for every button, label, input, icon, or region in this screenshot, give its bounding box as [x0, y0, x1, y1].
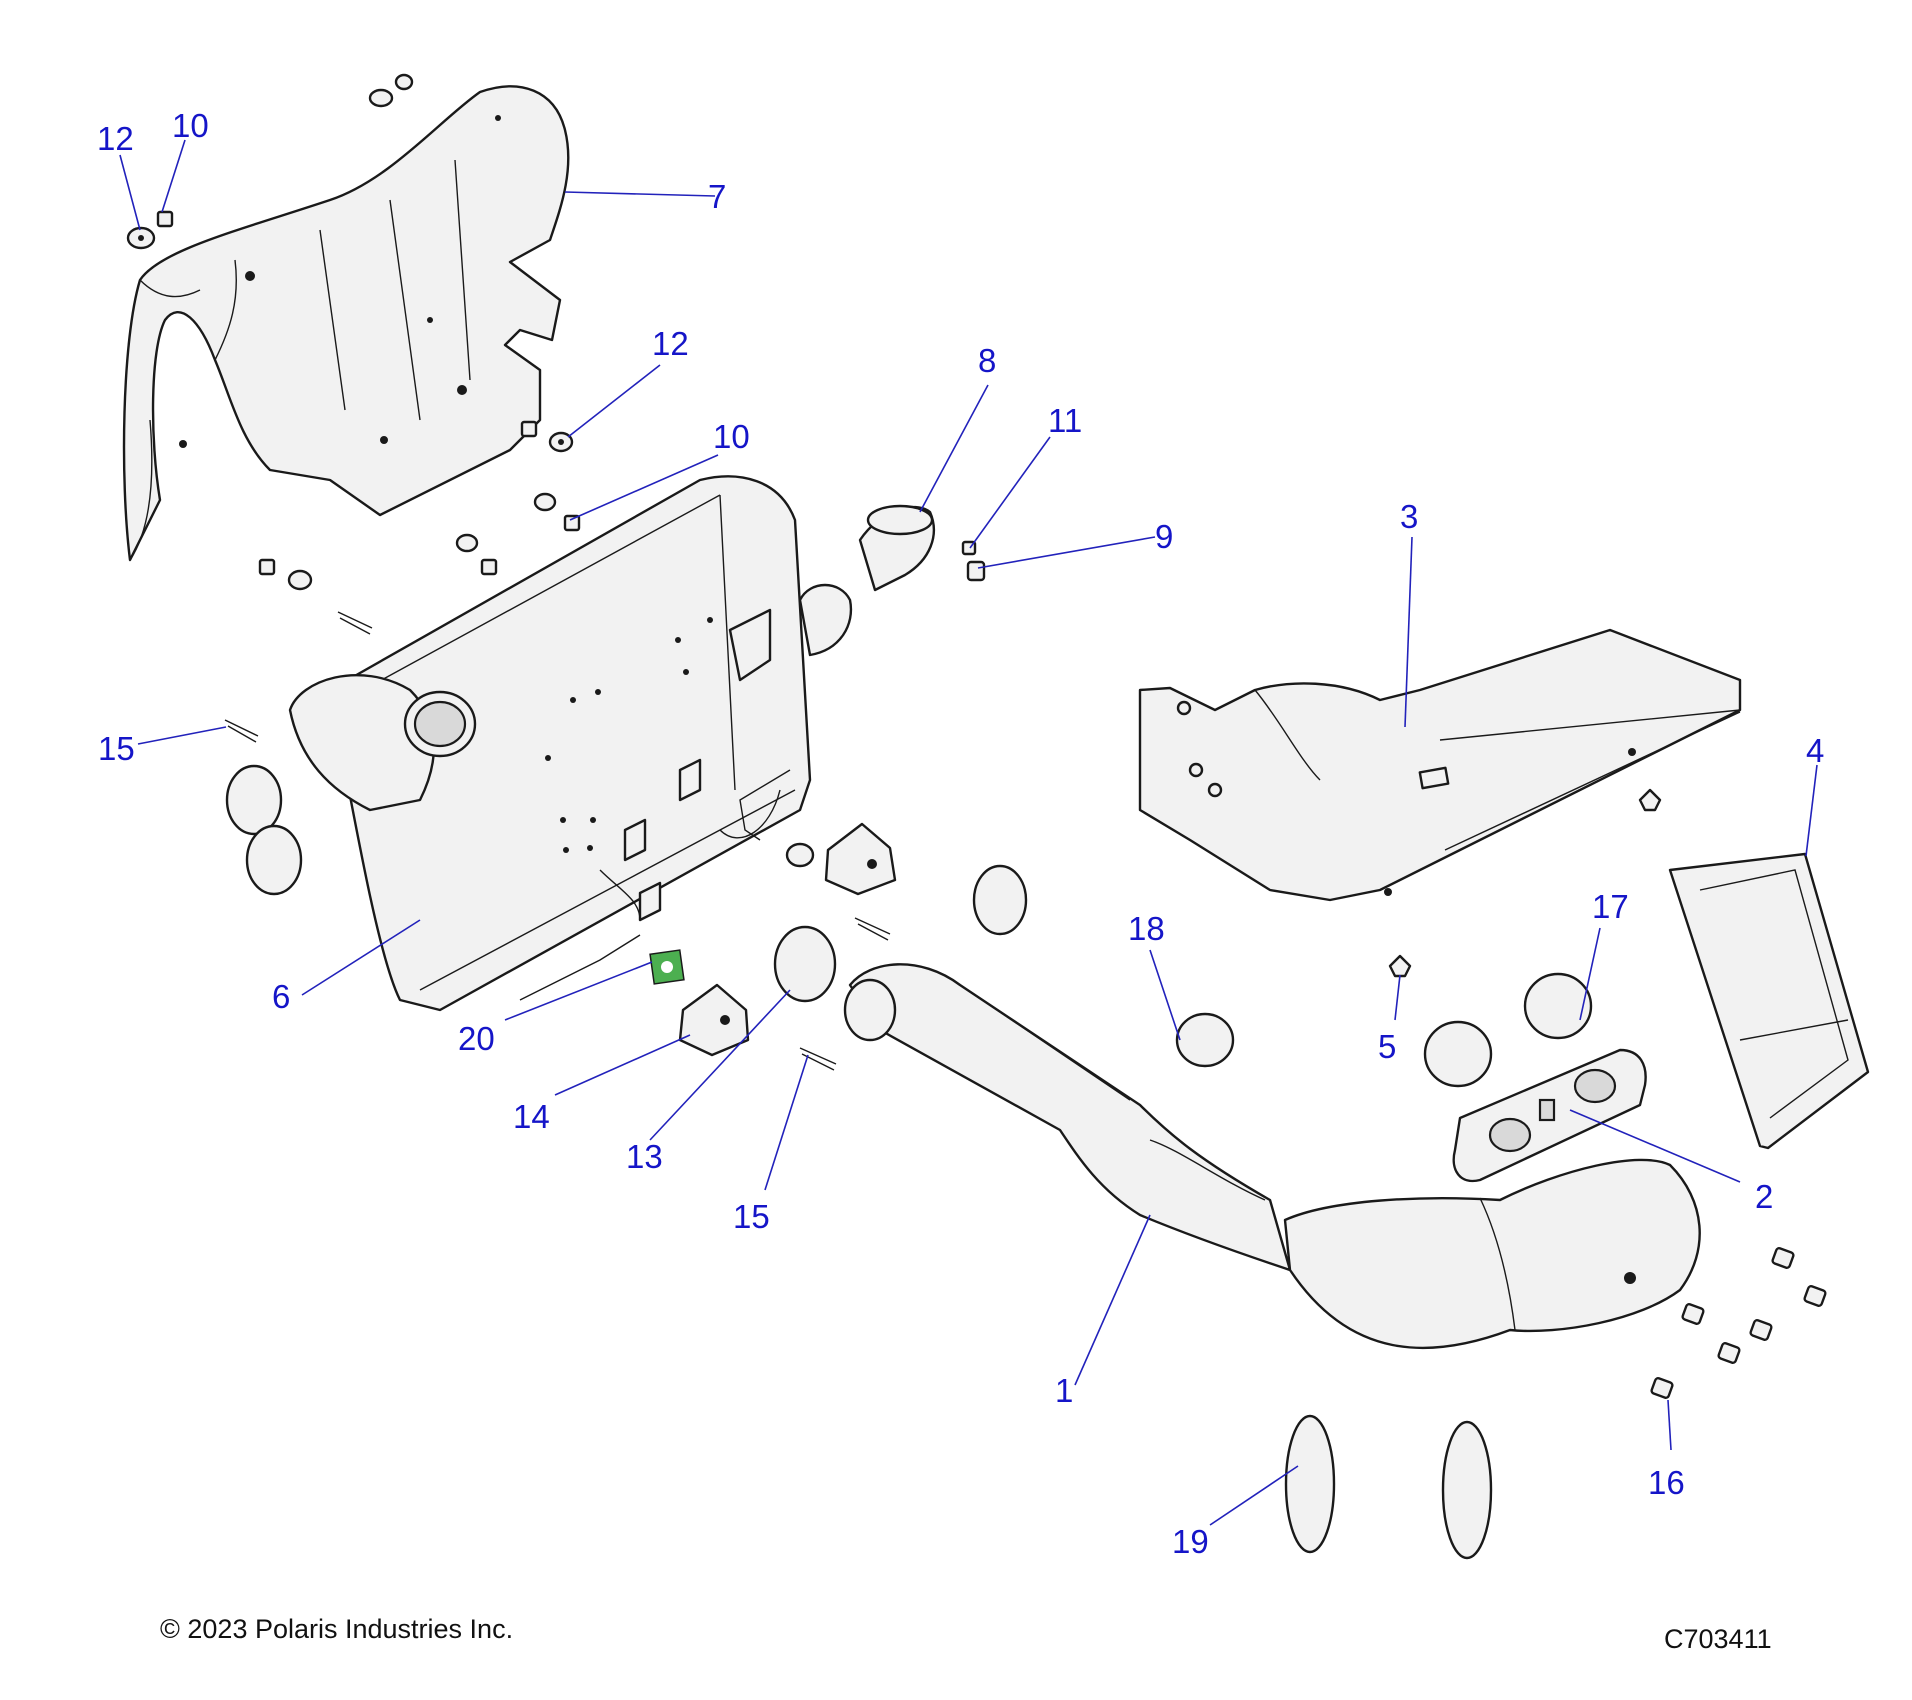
exhaust-springs	[224, 611, 891, 1071]
hardware-washer-nut-top	[126, 73, 414, 250]
tailpipe-tip	[858, 504, 935, 592]
muffler	[288, 475, 853, 1012]
callout-10: 10	[172, 107, 209, 144]
gasket-tag	[649, 949, 685, 985]
heat-shield-right	[1138, 628, 1742, 902]
callout-12: 12	[652, 325, 689, 362]
callout-2: 2	[1755, 1178, 1773, 1215]
callout-4: 4	[1806, 732, 1824, 769]
hardware-washers-bolts	[258, 420, 581, 591]
callout-14: 14	[513, 1098, 550, 1135]
callout-19: 19	[1172, 1523, 1209, 1560]
callout-20: 20	[458, 1020, 495, 1057]
callout-1: 1	[1055, 1372, 1073, 1409]
callout-labels: 12 10 7 12 10 8 11 9 3 4 15 6 20 14 13 1…	[97, 107, 1824, 1560]
rubber-grommets	[678, 822, 897, 1057]
manifold-bolts	[1650, 1247, 1827, 1399]
exhaust-head-pipe	[843, 963, 1701, 1350]
copyright-notice: © 2023 Polaris Industries Inc.	[160, 1614, 514, 1644]
exhaust-manifold-gasket	[1452, 1048, 1647, 1183]
callout-12: 12	[97, 120, 134, 157]
callout-13: 13	[626, 1138, 663, 1175]
callout-16: 16	[1648, 1464, 1685, 1501]
heat-shield-upper	[122, 85, 570, 562]
callout-3: 3	[1400, 498, 1418, 535]
muffler-hanger-pipes	[519, 769, 791, 1001]
heat-shield-plate	[1668, 852, 1870, 1150]
callout-6: 6	[272, 978, 290, 1015]
bolt-and-nut-9-11	[961, 540, 986, 582]
callout-8: 8	[978, 342, 996, 379]
callout-7: 7	[708, 178, 726, 215]
callout-17: 17	[1592, 888, 1629, 925]
callout-11: 11	[1048, 402, 1082, 439]
push-pin-fasteners	[1388, 788, 1662, 978]
band-clamps	[225, 764, 1593, 1560]
callout-10: 10	[713, 418, 750, 455]
leader-lines	[119, 139, 1818, 1526]
callout-18: 18	[1128, 910, 1165, 947]
callout-15: 15	[98, 730, 135, 767]
callout-9: 9	[1155, 518, 1173, 555]
drawing-number: C703411	[1664, 1624, 1772, 1654]
callout-15: 15	[733, 1198, 770, 1235]
callout-5: 5	[1378, 1028, 1396, 1065]
